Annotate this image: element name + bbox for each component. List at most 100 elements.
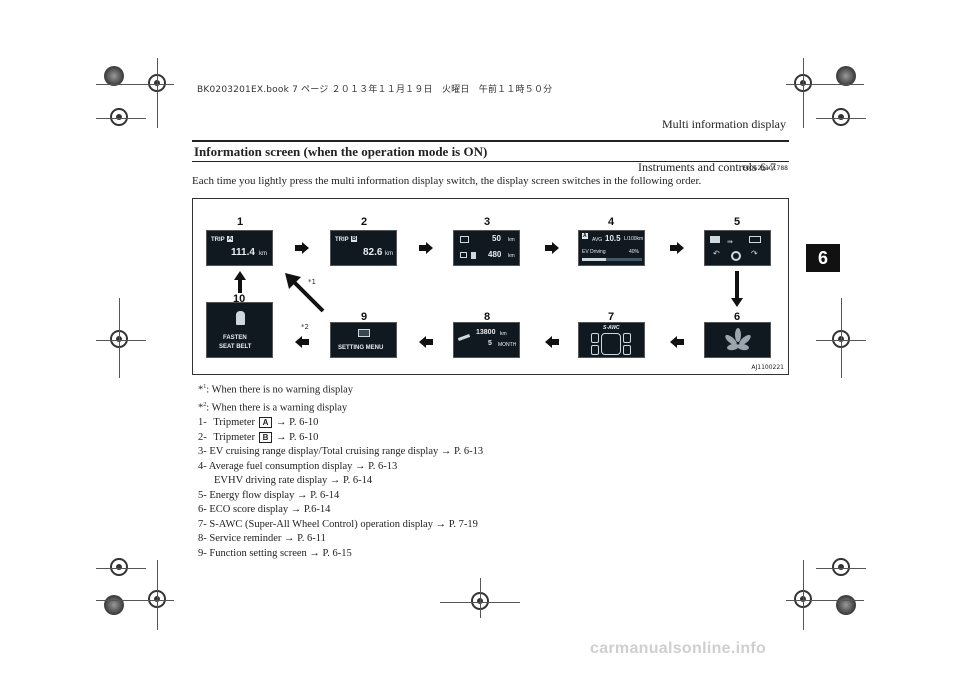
screen-cruising-range: 50 km 480 km [453, 230, 520, 266]
screen-energy-flow: ⇛ ↶ ↷ [704, 230, 771, 266]
page-number: 6-7 [760, 160, 776, 174]
note-mark: * [198, 402, 204, 414]
note-row: *2: When there is a warning display [198, 398, 483, 416]
screen-tripmeter-b: TRIP B 82.6 km [330, 230, 397, 266]
figure-code: AJ1100221 [751, 364, 784, 371]
list-item-continuation: EVHV driving rate display → P. 6-14 [214, 475, 373, 486]
s-awc-label: S-AWC [603, 325, 620, 331]
step-number-4: 4 [608, 216, 615, 228]
wheel-front-left-icon [591, 333, 599, 343]
list-item: 3- EV cruising range display/Total cruis… [198, 446, 484, 457]
registration-disc [104, 595, 124, 615]
crop-line [96, 84, 174, 85]
service-months-label: MONTH [498, 342, 517, 348]
service-distance-value: 13800 [476, 329, 496, 336]
arrow-right-icon [419, 242, 433, 254]
crop-line [841, 298, 842, 378]
registration-disc [836, 66, 856, 86]
arrow-diagonal-icon [285, 273, 325, 313]
car-icon [460, 252, 467, 258]
trip-b-value: 82.6 [363, 247, 383, 258]
item-box-label: B [258, 431, 273, 443]
screen-average-fuel: A AVG 10.5 L/100km EV Driving 40% [578, 230, 645, 266]
list-item: 2- Tripmeter B → P. 6-10 [198, 431, 483, 446]
arrow-left-icon [670, 336, 684, 348]
crop-line [803, 58, 804, 128]
ev-driving-percent: 40% [629, 249, 640, 255]
step-number-5: 5 [734, 216, 741, 228]
crop-line [96, 340, 146, 341]
display-sequence-figure: 1 2 3 4 5 6 7 8 9 10 TRIP A 111.4 km TRI… [192, 198, 789, 375]
note-row: *1: When there is no warning display [198, 380, 483, 398]
screen-tripmeter-a: TRIP A 111.4 km [206, 230, 273, 266]
trip-label: TRIP [211, 237, 225, 243]
arrow-up-icon [234, 271, 246, 293]
arrow-left-icon [295, 336, 309, 348]
battery-icon [749, 236, 761, 243]
trip-b-badge: B [351, 236, 358, 242]
chapter-tab: 6 [806, 244, 840, 272]
crop-line [96, 600, 174, 601]
registration-mark [110, 558, 128, 576]
crop-line [96, 118, 146, 119]
screen-service-reminder: 13800 km 5 MONTH [453, 322, 520, 358]
arrow-down-icon [731, 271, 743, 307]
step-number-2: 2 [361, 216, 368, 228]
wrench-icon [457, 334, 471, 341]
document-code: E00521101788 [742, 165, 788, 172]
ev-driving-bar-fill [582, 258, 606, 261]
car-body-icon [601, 333, 621, 355]
asterisk-note-2: *2 [301, 323, 309, 331]
item-text: Tripmeter [213, 417, 255, 428]
avg-a-badge: A [582, 233, 588, 239]
arrow-left-icon [419, 336, 433, 348]
total-range-value: 480 [488, 250, 502, 259]
page-header-section: Instruments and controls [638, 160, 757, 174]
list-item: 1- Tripmeter A → P. 6-10 [198, 416, 483, 431]
trip-a-value: 111.4 [231, 247, 255, 258]
list-item: 9- Function setting screen → P. 6-15 [198, 547, 352, 559]
arrow-right-icon [295, 242, 309, 254]
intro-text: Each time you lightly press the multi in… [192, 175, 702, 187]
step-number-9: 9 [361, 311, 368, 323]
eco-leaf-icon [725, 328, 751, 351]
arrow-right-icon [670, 242, 684, 254]
flow-curve-left-icon: ↶ [713, 249, 720, 258]
seat-belt-line1: FASTEN [223, 335, 247, 341]
note-mark: * [198, 384, 204, 396]
step-number-7: 7 [608, 311, 615, 323]
total-range-unit: km [508, 253, 515, 259]
wheel-rear-left-icon [591, 345, 599, 355]
arrow-left-icon [545, 336, 559, 348]
item-number: 2- [198, 431, 207, 443]
list-item: 5- Energy flow display → P. 6-14 [198, 489, 340, 501]
page-header-title: Multi information display [662, 117, 786, 131]
section-heading: Information screen (when the operation m… [192, 140, 789, 162]
note-text: : When there is no warning display [206, 384, 354, 396]
service-months-value: 5 [488, 340, 492, 347]
item-box-label: A [258, 417, 273, 428]
crop-line [157, 560, 158, 630]
arrow-right-icon [545, 242, 559, 254]
crop-line [786, 600, 864, 601]
flow-arrow-icon: ⇛ [727, 239, 733, 246]
ev-driving-label: EV Driving [582, 249, 606, 255]
crop-line [816, 568, 866, 569]
registration-disc [104, 66, 124, 86]
crop-line [480, 578, 481, 618]
item-number: 1- [198, 417, 207, 428]
note-text: : When there is a warning display [206, 402, 348, 414]
ev-driving-bar [582, 258, 642, 261]
registration-mark [832, 108, 850, 126]
print-info: BK0203201EX.book 7 ページ ２０１３年１１月１９日 火曜日 午… [197, 85, 553, 95]
crop-line [96, 568, 146, 569]
ev-plug-icon [460, 236, 469, 243]
list-item: 7- S-AWC (Super-All Wheel Control) opera… [198, 518, 478, 530]
crop-line [803, 560, 804, 630]
setting-menu-label: SETTING MENU [338, 345, 384, 351]
step-number-1: 1 [237, 216, 244, 228]
screen-setting-menu: SETTING MENU [330, 322, 397, 358]
item-reference: → P. 6-10 [276, 417, 319, 428]
registration-mark [110, 108, 128, 126]
ev-range-value: 50 [492, 234, 501, 243]
